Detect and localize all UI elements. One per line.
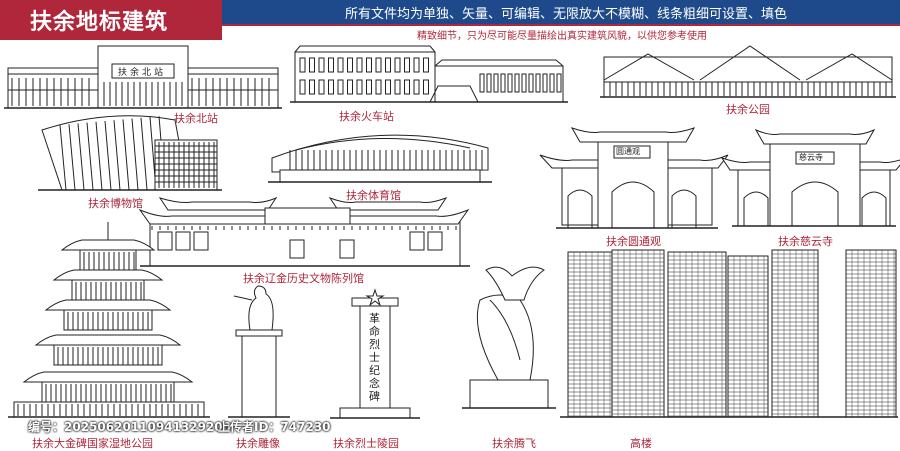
label-tengfei: 扶余腾飞 [492,437,536,450]
label-park: 扶余公园 [726,103,770,116]
park-drawing [600,45,896,98]
watermark-id: 编号：20250620110941329200 [28,420,231,434]
subtitle-note: 精致细节，只为尽可能尽量描绘出真实建筑风貌，以供您参考使用 [417,31,707,42]
label-gym: 扶余体育馆 [346,189,401,202]
liaojin-drawing [138,196,470,267]
label-liaojin: 扶余辽金历史文物陈列馆 [243,272,364,285]
label-museum: 扶余博物馆 [88,197,143,210]
ciyun-drawing [720,128,900,227]
sign-north-station: 扶余北站 [118,68,167,78]
martyrs-drawing [330,288,420,419]
sign-ciyun: 慈云寺 [799,153,823,162]
title-banner [0,0,222,40]
label-yuantong: 扶余圆通观 [606,235,661,248]
label-martyrs: 扶余烈士陵园 [333,437,399,450]
gym-drawing [268,134,492,183]
label-towers: 高楼 [630,437,652,450]
label-wetland: 扶余大金碑国家湿地公园 [32,437,153,450]
statue-drawing [228,285,290,418]
museum-drawing [38,115,222,191]
train-station-drawing [290,45,568,103]
watermark-uploader: 上传者ID：747230 [218,420,331,434]
label-train-station: 扶余火车站 [339,110,394,123]
label-north-station: 扶余北站 [174,112,218,125]
tengfei-drawing [462,266,556,409]
subtitle-main: 所有文件均为单独、矢量、可编辑、无限放大不模糊、线条粗细可设置、填色 [345,7,788,22]
sign-martyrs: 革命烈士纪念碑 [369,312,380,403]
sign-yuantong: 圆通观 [616,147,640,156]
pagoda-drawing [8,222,210,418]
subtitle-banner [222,0,900,24]
page-title: 扶余地标建筑 [30,10,169,35]
label-statue: 扶余雕像 [236,437,280,450]
towers-drawing [560,249,898,418]
banner-rule [222,24,900,26]
north-station-drawing [4,45,282,109]
yuantong-drawing [539,127,729,229]
label-ciyun: 扶余慈云寺 [778,235,833,248]
